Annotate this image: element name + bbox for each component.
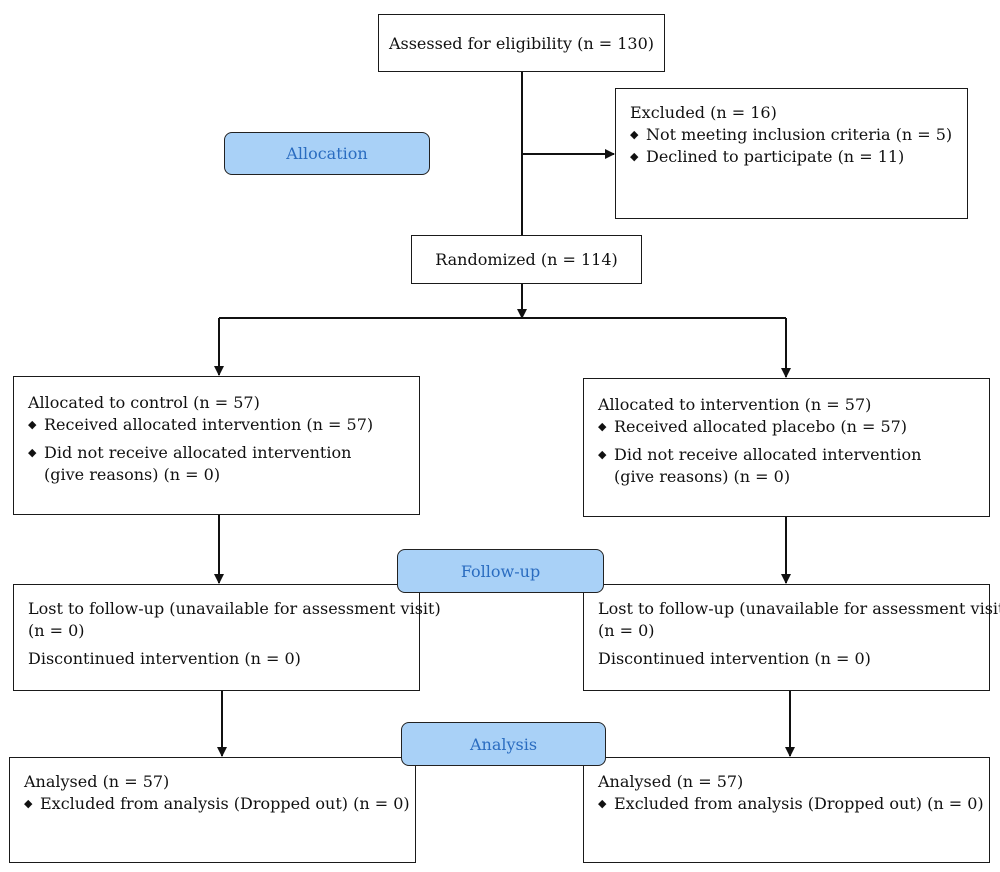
followup-intervention-lost-count: (n = 0) — [598, 621, 655, 640]
followup-intervention-lost: Lost to follow-up (unavailable for asses… — [598, 599, 1000, 618]
followup-control-lost-count: (n = 0) — [28, 621, 85, 640]
randomized-box: Randomized (n = 114) — [411, 235, 642, 284]
allocation-control-box: Allocated to control (n = 57) ◆Received … — [13, 376, 420, 515]
stage-followup-label: Follow-up — [460, 561, 541, 581]
diamond-bullet-icon: ◆ — [598, 448, 607, 461]
list-item: ◆Did not receive allocated intervention — [28, 443, 352, 462]
list-item-continuation: (give reasons) (n = 0) — [614, 467, 791, 486]
assessed-label: Assessed for eligibility (n = 130) — [388, 33, 655, 53]
followup-control-box: Lost to follow-up (unavailable for asses… — [13, 584, 441, 691]
diamond-bullet-icon: ◆ — [598, 420, 607, 433]
diamond-bullet-icon: ◆ — [28, 418, 37, 431]
allocation-control-title: Allocated to control (n = 57) — [28, 393, 260, 412]
list-item: ◆Did not receive allocated intervention — [598, 445, 922, 464]
analysis-control-box: Analysed (n = 57) ◆Excluded from analysi… — [9, 757, 416, 863]
analysis-control-title: Analysed (n = 57) — [24, 772, 170, 791]
randomized-label: Randomized (n = 114) — [435, 250, 618, 269]
assessed-box: Assessed for eligibility (n = 130) — [378, 14, 665, 72]
stage-followup: Follow-up — [397, 549, 604, 593]
stage-analysis-label: Analysis — [469, 734, 538, 754]
stage-allocation: Allocation — [224, 132, 430, 175]
diamond-bullet-icon: ◆ — [28, 446, 37, 459]
followup-intervention-discontinued: Discontinued intervention (n = 0) — [598, 649, 871, 668]
stage-analysis: Analysis — [401, 722, 606, 766]
allocation-intervention-title: Allocated to intervention (n = 57) — [598, 395, 872, 414]
list-item-continuation: (give reasons) (n = 0) — [44, 465, 221, 484]
list-item: ◆Excluded from analysis (Dropped out) (n… — [598, 794, 984, 813]
list-item: ◆Received allocated placebo (n = 57) — [598, 417, 908, 436]
stage-allocation-label: Allocation — [286, 144, 368, 163]
followup-control-lost: Lost to follow-up (unavailable for asses… — [28, 599, 441, 618]
diamond-bullet-icon: ◆ — [630, 150, 639, 163]
diamond-bullet-icon: ◆ — [598, 797, 607, 810]
followup-intervention-box: Lost to follow-up (unavailable for asses… — [583, 584, 1000, 691]
excluded-title: Excluded (n = 16) — [630, 103, 777, 122]
analysis-intervention-box: Analysed (n = 57) ◆Excluded from analysi… — [583, 757, 990, 863]
diamond-bullet-icon: ◆ — [24, 797, 33, 810]
diamond-bullet-icon: ◆ — [630, 128, 639, 141]
list-item: ◆Excluded from analysis (Dropped out) (n… — [24, 794, 410, 813]
excluded-box: Excluded (n = 16) ◆Not meeting inclusion… — [615, 88, 968, 219]
list-item: ◆Declined to participate (n = 11) — [630, 147, 905, 166]
allocation-intervention-box: Allocated to intervention (n = 57) ◆Rece… — [583, 378, 990, 517]
list-item: ◆Received allocated intervention (n = 57… — [28, 415, 374, 434]
analysis-intervention-title: Analysed (n = 57) — [598, 772, 744, 791]
list-item: ◆Not meeting inclusion criteria (n = 5) — [630, 125, 953, 144]
followup-control-discontinued: Discontinued intervention (n = 0) — [28, 649, 301, 668]
